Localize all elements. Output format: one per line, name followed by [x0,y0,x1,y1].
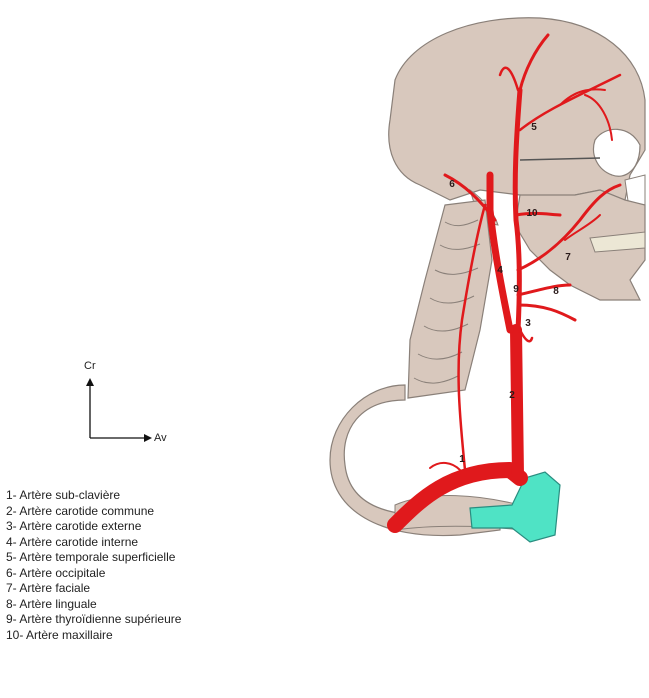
marker-6: 6 [449,179,455,190]
marker-10: 10 [526,208,538,219]
lingual-artery [518,285,570,295]
orientation-right-label: Av [154,432,167,444]
legend-item: 4- Artère carotide interne [6,535,181,551]
common-carotid-artery [516,330,518,475]
marker-3: 3 [525,318,531,329]
legend: 1- Artère sub-clavière 2- Artère carotid… [6,488,181,643]
marker-5: 5 [531,122,537,133]
legend-item: 10- Artère maxillaire [6,628,181,644]
marker-7: 7 [565,252,571,263]
orientation-axes [86,378,152,442]
legend-item: 8- Artère linguale [6,597,181,613]
internal-carotid-artery [490,175,510,330]
marker-1: 1 [459,454,465,465]
orientation-up-label: Cr [84,360,96,372]
legend-item: 7- Artère faciale [6,581,181,597]
marker-2: 2 [509,390,515,401]
up-arrow-icon [86,378,94,386]
legend-item: 6- Artère occipitale [6,566,181,582]
legend-item: 5- Artère temporale superficielle [6,550,181,566]
subclavian-branch [430,463,460,470]
marker-9: 9 [513,284,519,295]
marker-4: 4 [497,265,503,276]
legend-item: 3- Artère carotide externe [6,519,181,535]
legend-item: 9- Artère thyroïdienne supérieure [6,612,181,628]
legend-item: 1- Artère sub-clavière [6,488,181,504]
marker-8: 8 [553,286,559,297]
legend-item: 2- Artère carotide commune [6,504,181,520]
maxillary-artery [516,213,560,215]
right-arrow-icon [144,434,152,442]
